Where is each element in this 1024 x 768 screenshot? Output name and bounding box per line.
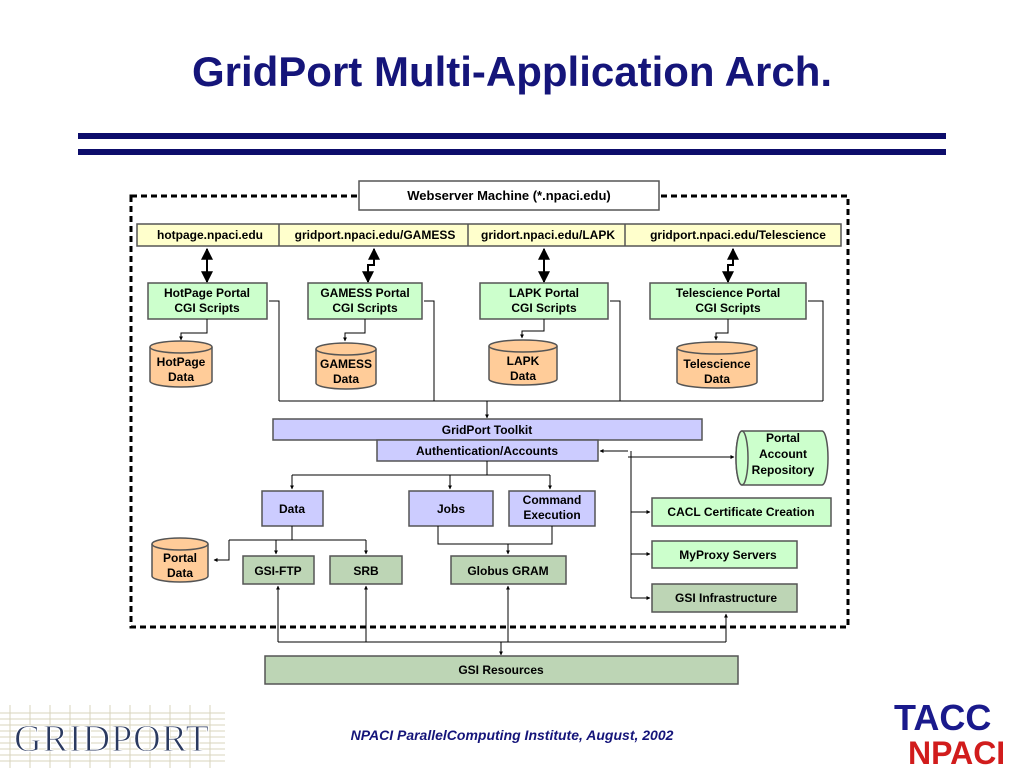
url-telescience: gridport.npaci.edu/Telescience (650, 228, 826, 242)
arrow-telescience-url (722, 247, 739, 284)
url-bar: hotpage.npaci.edu gridport.npaci.edu/GAM… (136, 223, 842, 247)
portal-telescience: Telescience Portal CGI Scripts (649, 282, 807, 320)
gsi-resources-box: GSI Resources (264, 655, 739, 685)
data-service-box: Data (261, 490, 324, 527)
url-gamess: gridport.npaci.edu/GAMESS (295, 228, 456, 242)
srb-box: SRB (329, 555, 403, 585)
svg-text:GSI Infrastructure: GSI Infrastructure (675, 591, 777, 605)
webserver-box: Webserver Machine (*.npaci.edu) (358, 180, 660, 211)
globus-gram-box: Globus GRAM (450, 555, 567, 585)
svg-text:CGI Scripts: CGI Scripts (511, 301, 577, 315)
portal-lapk: LAPK Portal CGI Scripts (479, 282, 609, 320)
cylinder-telescience-data: Telescience Data (676, 341, 758, 389)
data-connectors (213, 526, 368, 562)
svg-text:Data: Data (279, 502, 305, 516)
gsi-resources-connectors (276, 585, 728, 656)
cacl-certificate-box: CACL Certificate Creation (651, 497, 832, 527)
svg-text:SRB: SRB (353, 564, 379, 578)
portal-account-repository: Portal Account Repository (735, 430, 829, 486)
title-rule-bottom (78, 149, 946, 155)
svg-text:Data: Data (333, 372, 359, 386)
svg-text:CACL Certificate Creation: CACL Certificate Creation (667, 505, 814, 519)
svg-text:CGI Scripts: CGI Scripts (332, 301, 398, 315)
right-side-connectors (630, 451, 651, 600)
svg-text:HotPage: HotPage (157, 355, 206, 369)
gsiftp-box: GSI-FTP (242, 555, 315, 585)
cylinder-portal-data: Portal Data (151, 537, 209, 583)
cylinder-hotpage-data: HotPage Data (149, 340, 213, 388)
portal-toolkit-connectors (269, 300, 824, 419)
svg-text:Data: Data (168, 370, 194, 384)
cylinder-lapk-data: LAPK Data (488, 339, 558, 386)
svg-text:CGI Scripts: CGI Scripts (174, 301, 240, 315)
jobs-service-box: Jobs (408, 490, 494, 527)
webserver-label: Webserver Machine (*.npaci.edu) (407, 188, 611, 203)
svg-text:Data: Data (510, 369, 536, 383)
title-rule-top (78, 133, 946, 139)
svg-text:Data: Data (704, 372, 730, 386)
svg-text:Jobs: Jobs (437, 502, 465, 516)
svg-text:Data: Data (167, 566, 193, 580)
gridport-toolkit-box: GridPort Toolkit (272, 418, 703, 441)
gridport-logo: GRIDPORT (0, 705, 225, 768)
svg-text:MyProxy Servers: MyProxy Servers (679, 548, 777, 562)
svg-text:GSI Resources: GSI Resources (458, 663, 544, 677)
slide-footer: NPACI ParallelComputing Institute, Augus… (350, 727, 674, 743)
tacc-npaci-logo: TACC NPACI (894, 697, 1005, 768)
svg-text:HotPage Portal: HotPage Portal (164, 286, 250, 300)
svg-text:Globus GRAM: Globus GRAM (467, 564, 548, 578)
gsi-infrastructure-box: GSI Infrastructure (651, 583, 798, 613)
tacc-logo-text: TACC (894, 697, 991, 738)
svg-text:GAMESS: GAMESS (320, 357, 372, 371)
auth-service-connectors (290, 461, 552, 490)
auth-accounts-box: Authentication/Accounts (376, 439, 599, 462)
svg-text:Telescience Portal: Telescience Portal (676, 286, 781, 300)
svg-text:Command: Command (523, 493, 582, 507)
svg-text:LAPK Portal: LAPK Portal (509, 286, 579, 300)
portal-gamess: GAMESS Portal CGI Scripts (307, 282, 423, 320)
svg-text:GSI-FTP: GSI-FTP (254, 564, 301, 578)
url-lapk: gridort.npaci.edu/LAPK (481, 228, 615, 242)
svg-text:Repository: Repository (752, 463, 815, 477)
portal-hotpage: HotPage Portal CGI Scripts (147, 282, 268, 320)
svg-text:LAPK: LAPK (507, 354, 540, 368)
gridport-logo-text: GRIDPORT (14, 718, 210, 760)
url-hotpage: hotpage.npaci.edu (157, 228, 263, 242)
svg-text:Execution: Execution (523, 508, 580, 522)
arrow-gamess-url (362, 247, 380, 284)
command-execution-box: Command Execution (508, 490, 596, 527)
svg-text:Authentication/Accounts: Authentication/Accounts (416, 444, 558, 458)
svg-text:Telescience: Telescience (683, 357, 750, 371)
cylinder-gamess-data: GAMESS Data (315, 342, 377, 390)
svg-text:Portal: Portal (766, 431, 800, 445)
svg-text:GAMESS Portal: GAMESS Portal (320, 286, 409, 300)
gram-connectors (437, 526, 553, 555)
myproxy-servers-box: MyProxy Servers (651, 540, 798, 569)
npaci-logo-text: NPACI (908, 735, 1005, 768)
svg-text:Portal: Portal (163, 551, 197, 565)
svg-text:CGI Scripts: CGI Scripts (695, 301, 761, 315)
webserver-boundary (129, 194, 850, 629)
slide-title: GridPort Multi-Application Arch. (191, 48, 833, 95)
svg-text:Account: Account (759, 447, 807, 461)
svg-text:GridPort Toolkit: GridPort Toolkit (442, 423, 532, 437)
